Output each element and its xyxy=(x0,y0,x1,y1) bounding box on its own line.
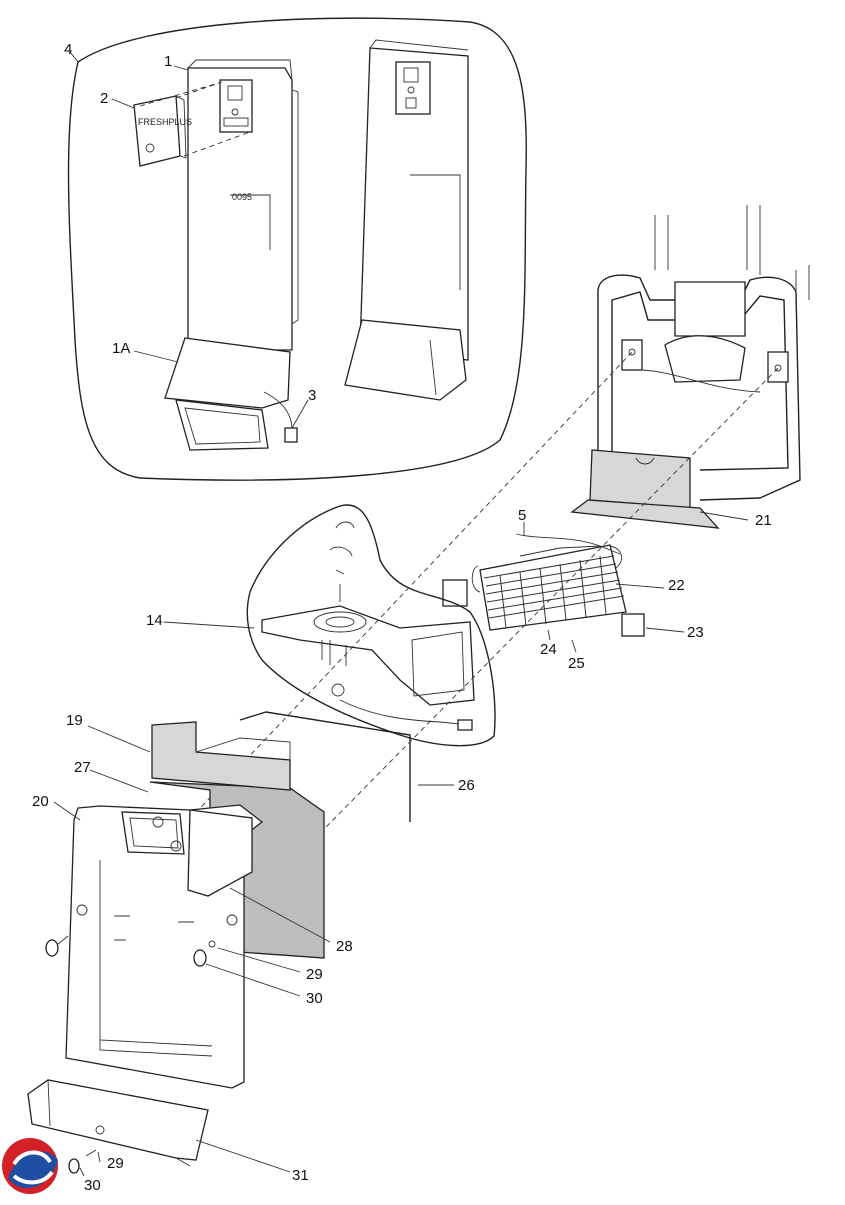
part-21-evaporator-cover xyxy=(570,449,720,529)
cabinet-frame xyxy=(597,205,810,501)
part-14-fan-assembly xyxy=(261,521,475,731)
label-29: 29 xyxy=(306,966,323,983)
label-23: 23 xyxy=(687,624,704,641)
label-2: 2 xyxy=(100,90,108,107)
label-14: 14 xyxy=(146,612,163,629)
group-4-outline xyxy=(67,17,527,481)
part-26-rod xyxy=(239,711,411,822)
part-1a-duct-outlet xyxy=(164,337,298,451)
label-1a: 1A xyxy=(112,340,130,357)
part-22-evaporator xyxy=(471,533,627,631)
label-27: 27 xyxy=(74,759,91,776)
leader-lines-top xyxy=(69,51,309,429)
part-20-rear-cover xyxy=(65,804,264,1089)
leader-14 xyxy=(163,621,255,629)
part-23-holder-right xyxy=(621,613,645,637)
part-31-bottom-trim xyxy=(27,1079,209,1167)
leader-28-29-30 xyxy=(205,887,331,997)
label-29-bottom: 29 xyxy=(107,1155,124,1172)
group-14-outline xyxy=(246,504,496,747)
label-21: 21 xyxy=(755,512,772,529)
label-22: 22 xyxy=(668,577,685,594)
part-1-rear-view xyxy=(344,39,469,401)
label-30-bottom: 30 xyxy=(84,1177,101,1194)
label-30: 30 xyxy=(306,990,323,1007)
label-25: 25 xyxy=(568,655,585,672)
module-text: FRESHPLUS xyxy=(138,117,192,127)
label-3: 3 xyxy=(308,387,316,404)
leader-21 xyxy=(699,511,749,521)
leader-23 xyxy=(645,627,685,633)
panel-marking: 0095 xyxy=(232,192,252,202)
leader-31 xyxy=(79,1139,291,1177)
part-19-foam-block xyxy=(151,721,291,791)
part-2-freshplus-module: FRESHPLUS xyxy=(133,81,251,167)
label-24: 24 xyxy=(540,641,557,658)
label-28: 28 xyxy=(336,938,353,955)
part-30-screw-bottom xyxy=(68,1158,80,1174)
parts-29-30-fasteners xyxy=(45,935,216,967)
part-23-holder-left xyxy=(442,579,468,607)
label-19: 19 xyxy=(66,712,83,729)
label-20: 20 xyxy=(32,793,49,810)
label-4: 4 xyxy=(64,41,72,58)
label-1: 1 xyxy=(164,53,172,70)
brand-logo xyxy=(2,1138,58,1194)
leader-5-22 xyxy=(523,522,665,589)
part-29-washer-bottom xyxy=(85,1149,97,1157)
leader-24-25 xyxy=(547,629,577,653)
leader-20-27-19 xyxy=(53,725,151,821)
label-31: 31 xyxy=(292,1167,309,1184)
label-26: 26 xyxy=(458,777,475,794)
part-1-air-duct-panel: 0095 xyxy=(187,59,299,351)
label-5: 5 xyxy=(518,507,526,524)
